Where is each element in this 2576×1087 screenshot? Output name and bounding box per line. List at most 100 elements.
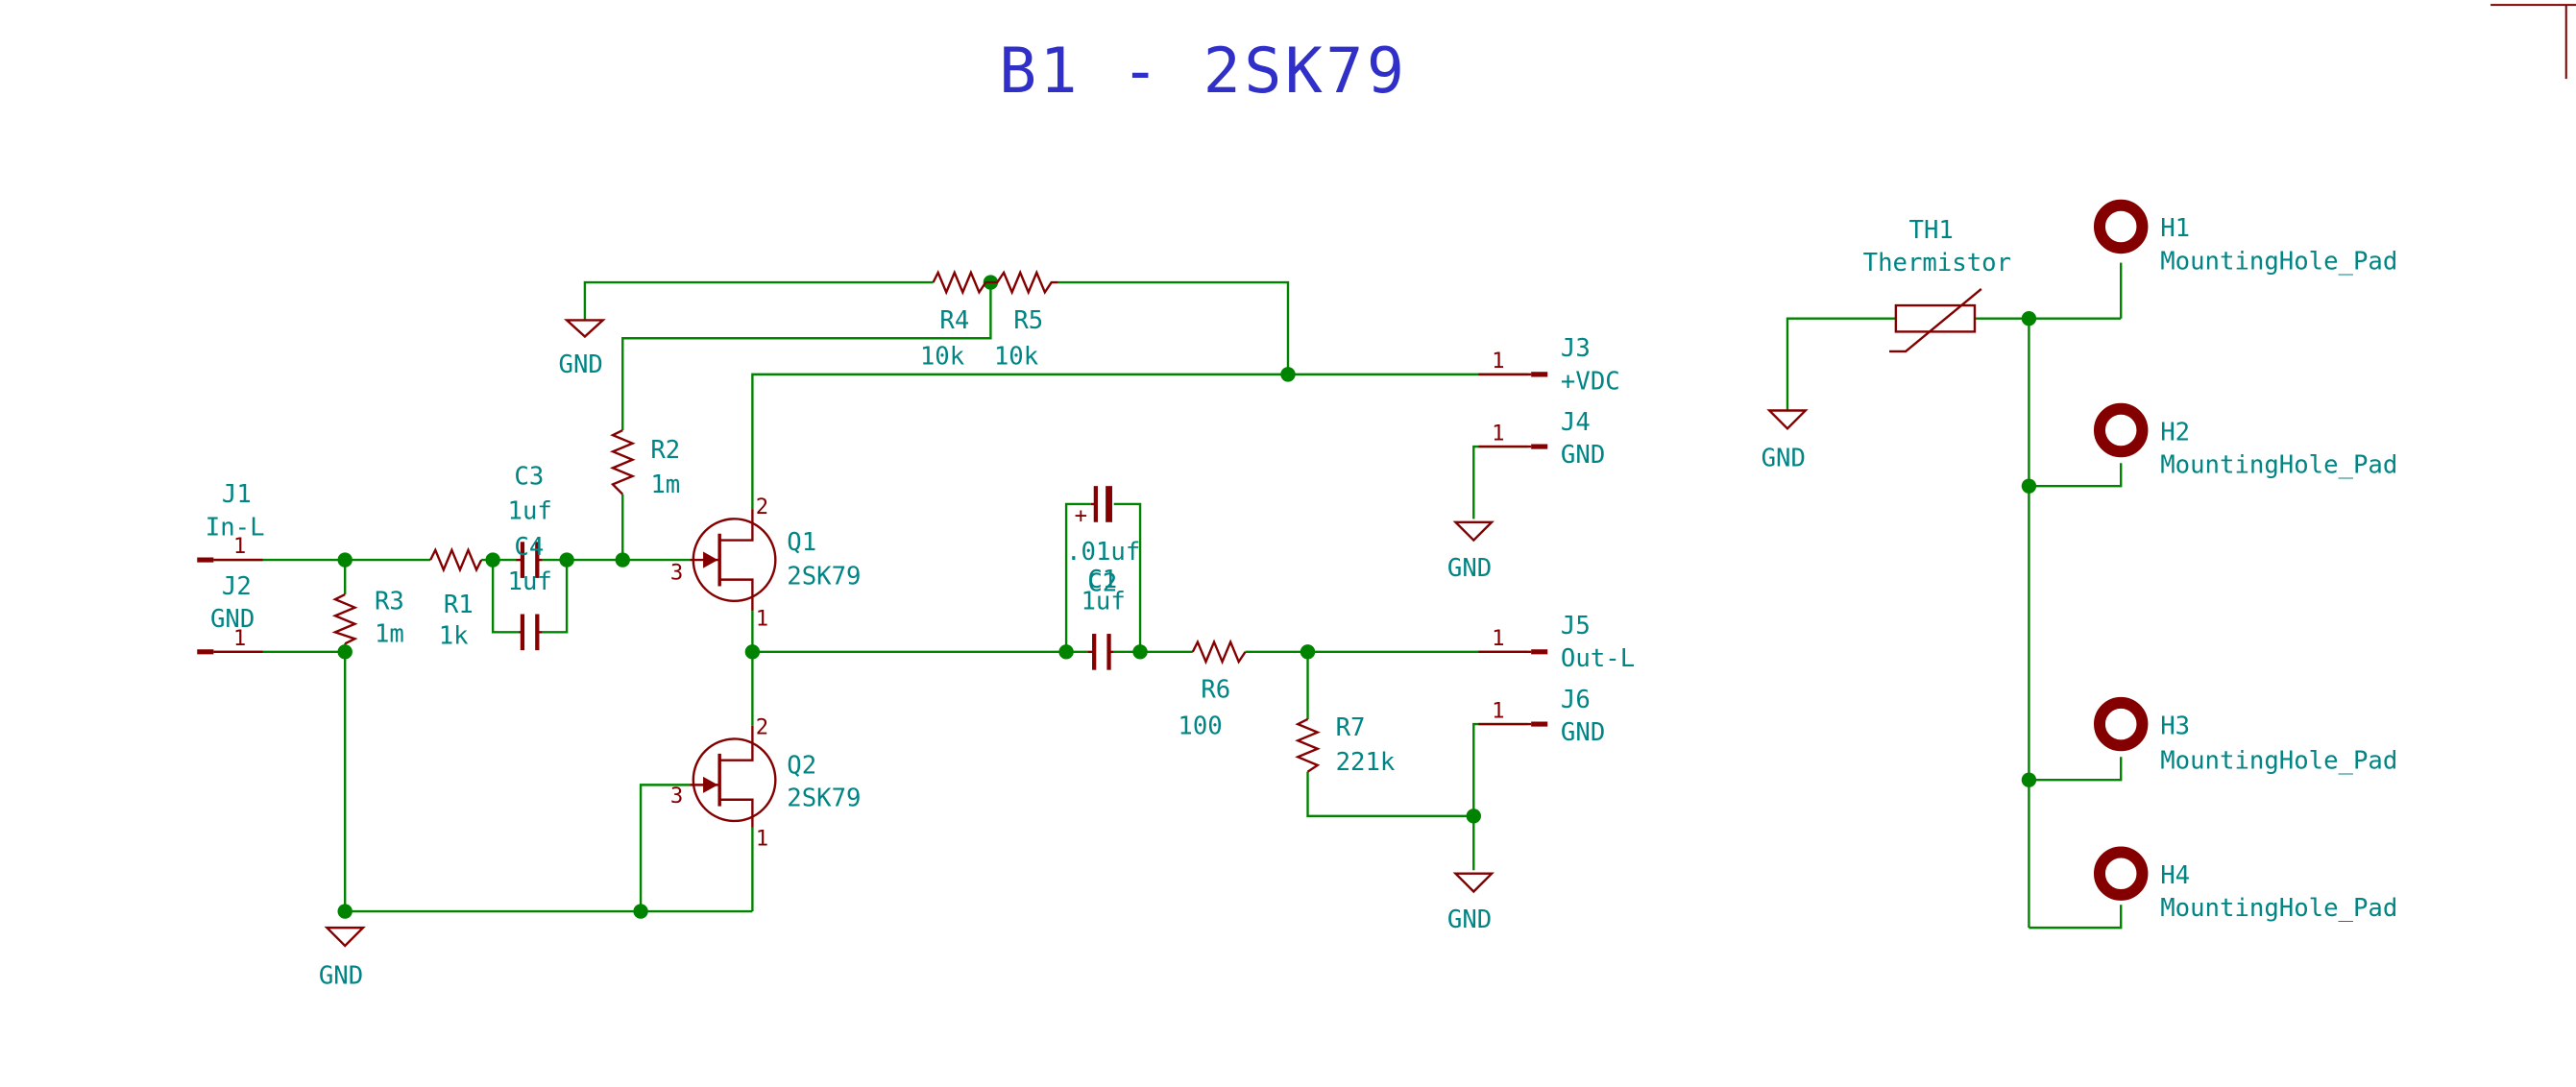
connector-j1[interactable]: 1 J1 In-L (197, 480, 265, 563)
component-ref: J2 (222, 572, 252, 601)
gnd-label: GND (559, 350, 603, 379)
junction-dot (633, 904, 648, 919)
component-value: GND (210, 605, 255, 634)
junctions (337, 275, 2037, 919)
capacitor-c4[interactable]: C4 1uf (508, 533, 552, 651)
junction-dot (744, 644, 761, 660)
component-ref: C1 (1087, 566, 1117, 594)
mounting-hole-h2[interactable]: H2 MountingHole_Pad (2093, 402, 2397, 480)
transistor-q2[interactable]: 2 3 1 Q2 2SK79 (670, 714, 862, 851)
component-value: 221k (1336, 748, 1396, 777)
component-value: MountingHole_Pad (2160, 746, 2397, 775)
component-ref: J6 (1561, 686, 1591, 714)
component-value: 100 (1178, 712, 1222, 740)
junction-dot (615, 552, 630, 568)
component-value: +VDC (1561, 367, 1620, 396)
component-ref: H4 (2160, 861, 2190, 890)
junction-dot (337, 904, 352, 919)
connector-j3[interactable]: 1 J3 +VDC (1478, 334, 1620, 396)
component-value: 1m (650, 471, 680, 499)
junction-dot (559, 552, 574, 568)
gnd-label: GND (1447, 554, 1492, 583)
pin-number: 3 (670, 784, 683, 809)
component-ref: J1 (222, 480, 252, 509)
junction-dot (1466, 809, 1481, 824)
component-ref: Q2 (787, 751, 816, 780)
gnd-symbol-input: GND (319, 926, 366, 990)
capacitor-c1[interactable]: C1 1uf (1081, 566, 1126, 670)
component-ref: J4 (1561, 408, 1591, 437)
mounting-hole-h3[interactable]: H3 MountingHole_Pad (2093, 696, 2397, 775)
resistor-r5[interactable]: R5 10k (990, 269, 1058, 372)
component-ref: H1 (2160, 214, 2190, 243)
component-ref: J3 (1561, 334, 1591, 363)
pin-number: 1 (1492, 349, 1504, 374)
transistor-q1[interactable]: 2 3 1 Q1 2SK79 (670, 495, 862, 631)
resistor-r6[interactable]: R6 100 (1178, 639, 1247, 741)
component-value: 1uf (1081, 587, 1125, 616)
connector-j5[interactable]: 1 J5 Out-L (1478, 612, 1635, 673)
connector-j6[interactable]: 1 J6 GND (1478, 686, 1605, 747)
pin-number: 1 (233, 534, 246, 559)
junction-dot (2021, 478, 2037, 494)
gnd-label: GND (1762, 445, 1806, 473)
gnd-symbol-thermistor: GND (1762, 409, 1809, 473)
resistor-r1[interactable]: R1 1k (429, 546, 483, 650)
component-ref: R4 (939, 306, 969, 335)
junction-dot (2021, 772, 2037, 787)
connector-j2[interactable]: 1 J2 GND (197, 572, 263, 655)
gnd-symbol-j4: GND (1447, 520, 1495, 583)
connector-j4[interactable]: 1 J4 GND (1478, 408, 1605, 470)
component-ref: C3 (514, 462, 544, 491)
polarity-plus: + (1075, 503, 1087, 528)
junction-dot (1300, 644, 1316, 660)
component-value: MountingHole_Pad (2160, 247, 2397, 276)
capacitor-c3[interactable]: C3 1uf (508, 462, 552, 578)
component-value: In-L (206, 513, 265, 542)
gnd-symbol-output: GND (1447, 872, 1495, 934)
component-ref: R7 (1336, 713, 1366, 742)
component-value: MountingHole_Pad (2160, 894, 2397, 923)
component-ref: Q1 (787, 528, 816, 557)
schematic-title: B1 - 2SK79 (999, 36, 1407, 108)
component-value: MountingHole_Pad (2160, 450, 2397, 479)
gnd-symbols: GND GND GND GND GND (319, 319, 1809, 990)
component-value: Out-L (1561, 644, 1635, 673)
component-value: 1uf (508, 568, 552, 596)
component-ref: R6 (1201, 676, 1230, 705)
resistor-r3[interactable]: R3 1m (331, 587, 404, 649)
pin-number: 2 (756, 714, 768, 739)
junction-dot (1058, 644, 1074, 660)
gnd-symbol-feedback: GND (559, 319, 606, 379)
component-value: 1uf (508, 496, 552, 525)
resistor-r4[interactable]: R4 10k (920, 269, 991, 372)
thermistor-th1[interactable]: TH1 Thermistor (1863, 216, 2011, 353)
resistor-r2[interactable]: R2 1m (609, 428, 680, 499)
component-ref: C2 (1087, 569, 1117, 598)
component-value: 2SK79 (787, 563, 861, 592)
junction-dot (1132, 644, 1148, 660)
mounting-hole-h1[interactable]: H1 MountingHole_Pad (2093, 199, 2397, 277)
pin-number: 1 (1492, 698, 1504, 723)
component-value: 2SK79 (787, 785, 861, 813)
component-ref: R1 (444, 591, 474, 619)
component-ref: R5 (1013, 306, 1043, 335)
component-value: .01uf (1066, 538, 1140, 567)
component-value: Thermistor (1863, 249, 2011, 278)
component-ref: TH1 (1909, 216, 1954, 245)
component-value: 1m (375, 620, 404, 649)
component-value: GND (1561, 441, 1605, 470)
mounting-hole-h4[interactable]: H4 MountingHole_Pad (2093, 846, 2397, 923)
pin-number: 1 (756, 827, 768, 852)
capacitor-c2[interactable]: + C2 .01uf (1066, 486, 1140, 598)
resistor-r7[interactable]: R7 221k (1295, 713, 1396, 777)
gnd-label: GND (1447, 906, 1492, 934)
pin-number: 1 (1492, 421, 1504, 446)
gnd-label: GND (319, 961, 363, 990)
pin-number: 3 (670, 561, 683, 586)
pin-number: 1 (233, 626, 246, 651)
component-value: 10k (920, 343, 965, 372)
junction-dot (485, 552, 500, 568)
pin-number: 1 (1492, 626, 1504, 651)
